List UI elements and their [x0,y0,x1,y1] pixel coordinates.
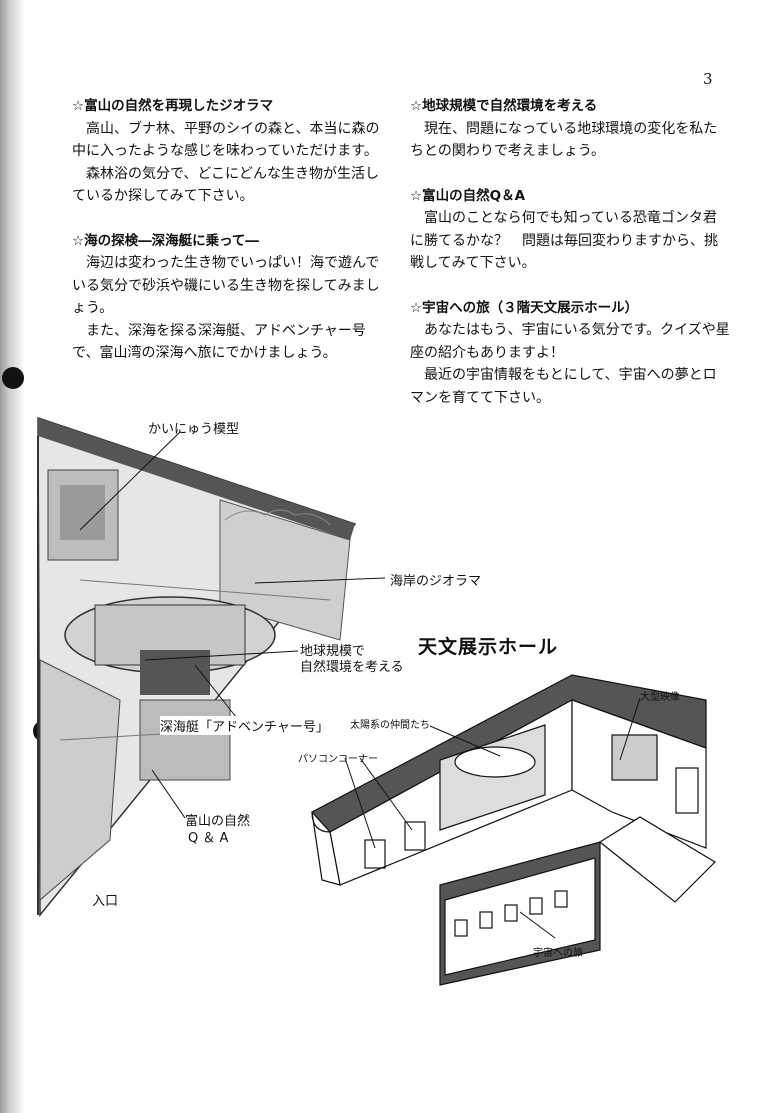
section-heading: ☆富山の自然を再現したジオラマ [72,98,274,114]
label-pc-corner: パソコンコーナー [298,754,378,765]
page-number: 3 [703,70,713,88]
label-toyama-nature-line1: 富山の自然 [185,814,251,829]
astronomy-hall-illustration [311,674,716,986]
label-submarine: 深海艇「アドベンチャー号」 [160,716,329,735]
paragraph: 最近の宇宙情報をもとにして、宇宙への夢とロマンを育てて下さい。 [410,367,717,406]
punch-hole-top [2,367,24,389]
label-solar-system: 太陽系の仲間たち [350,720,430,731]
label-space-trip: 宇宙への旅 [533,948,583,959]
section-heading: ☆宇宙への旅（３階天文展示ホール） [410,299,639,316]
label-kaichu-model: かいにゅう模型 [148,422,240,437]
right-column: ☆地球規模で自然環境を考える 現在、問題になっている地球環境の変化を私たちとの関… [410,95,730,431]
paragraph: 森林浴の気分で、どこにどんな生き物が生活しているか探してみて下さい。 [72,165,380,205]
section-sea: ☆海の探検―深海艇に乗って― 海辺は変わった生き物でいっぱい！海で遊んでいる気分… [72,230,390,365]
label-toyama-nature-line2: Q ＆ A [188,831,229,846]
label-earth-scale-line1: 地球規模で [300,644,366,659]
label-big-screen: 大型映像 [640,692,680,703]
paragraph: 富山のことなら何でも知っている恐竜ゴンタ君に勝てるかな？ 問題は毎回変わりますか… [410,210,718,271]
paragraph: また、深海を探る深海艇、アドベンチャー号で、富山湾の深海へ旅にでかけましょう。 [72,322,366,362]
paragraph: 現在、問題になっている地球環境の変化を私たちとの関わりで考えましょう。 [410,120,718,160]
section-qa: ☆富山の自然Q＆A 富山のことなら何でも知っている恐竜ゴンタ君に勝てるかな？ 問… [410,185,730,275]
section-diorama: ☆富山の自然を再現したジオラマ 高山、ブナ林、平野のシイの森と、本当に森の中に入… [72,95,390,208]
hall-title: 天文展示ホール [418,636,559,658]
label-earth-scale-line2: 自然環境を考える [300,660,404,675]
paragraph: 高山、ブナ林、平野のシイの森と、本当に森の中に入ったような感じを味わっていただけ… [72,120,380,160]
section-heading: ☆地球規模で自然環境を考える [410,98,598,114]
section-heading: ☆海の探検―深海艇に乗って― [72,232,259,249]
paragraph: あなたはもう、宇宙にいる気分です。クイズや星座の紹介もありますよ！ [410,322,730,361]
page-edge-shadow [0,0,24,1113]
label-entrance: 入口 [92,894,119,909]
label-coast-diorama: 海岸のジオラマ [390,574,482,589]
section-heading: ☆富山の自然Q＆A [410,187,526,204]
section-space: ☆宇宙への旅（３階天文展示ホール） あなたはもう、宇宙にいる気分です。クイズや星… [410,297,730,410]
left-column: ☆富山の自然を再現したジオラマ 高山、ブナ林、平野のシイの森と、本当に森の中に入… [72,95,390,387]
paragraph: 海辺は変わった生き物でいっぱい！海で遊んでいる気分で砂浜や磯にいる生き物を探して… [72,255,380,316]
section-earth: ☆地球規模で自然環境を考える 現在、問題になっている地球環境の変化を私たちとの関… [410,95,730,163]
